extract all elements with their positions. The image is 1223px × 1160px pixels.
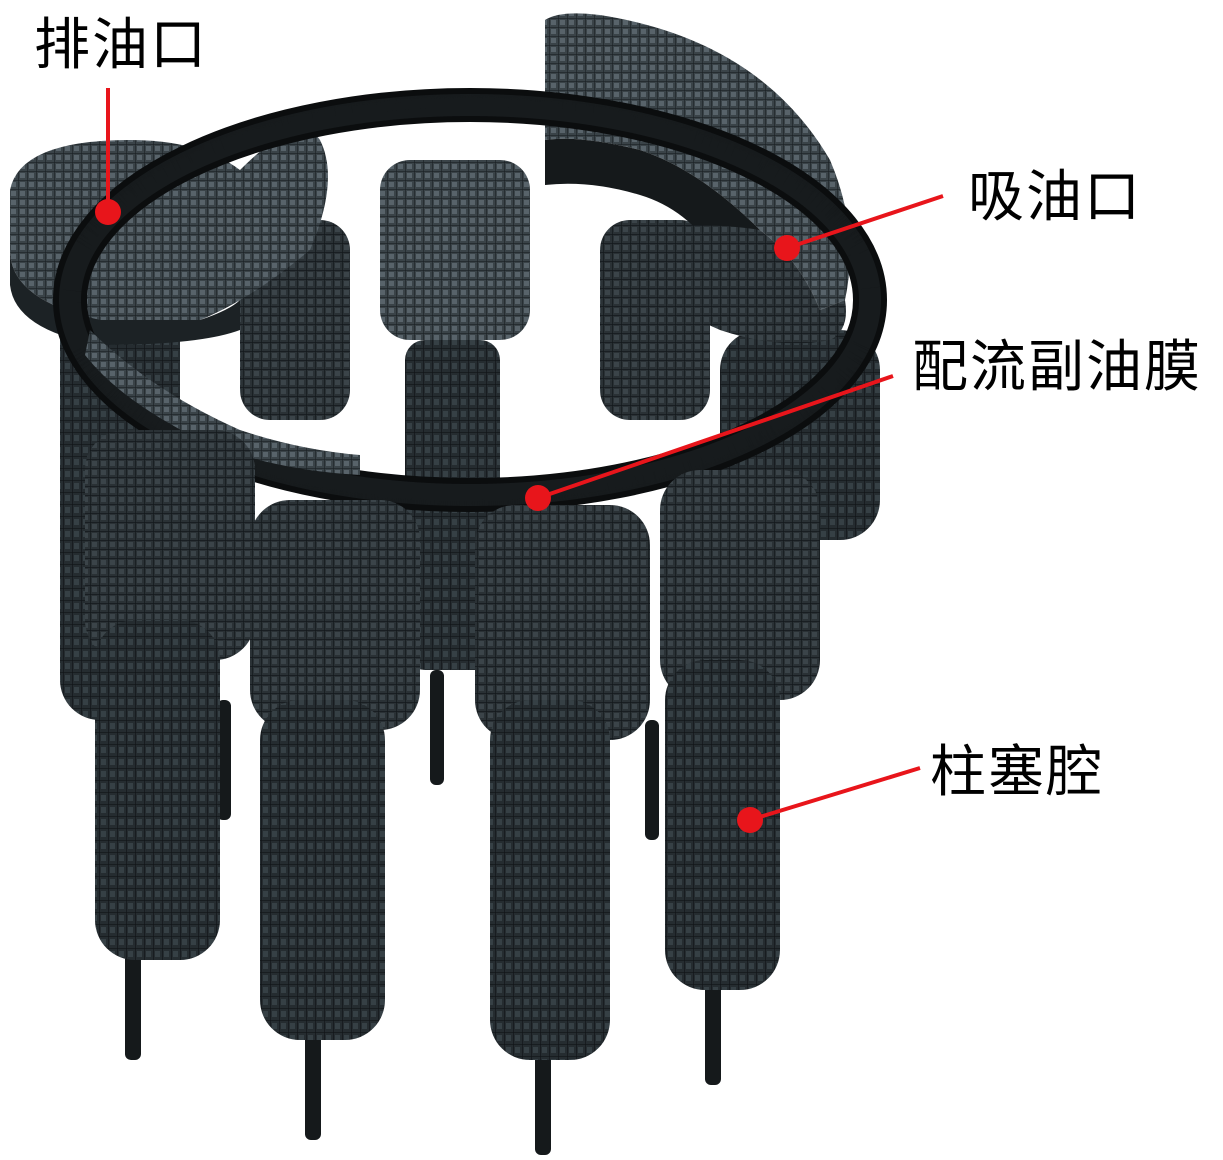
discharge-port-label: 排油口 (34, 13, 208, 78)
callouts (95, 88, 944, 833)
oil-film-ring (53, 88, 887, 512)
valve-plate-film-label: 配流副油膜 (912, 335, 1202, 400)
callout-line-piston (749, 766, 921, 822)
piston-rods (125, 670, 721, 1155)
piston-chamber-label: 柱塞腔 (930, 740, 1104, 805)
callout-dot-discharge (95, 199, 121, 225)
callout-line-suction (786, 194, 944, 250)
callout-dot-film (525, 485, 551, 511)
callout-dot-suction (774, 235, 800, 261)
callout-line-film (537, 374, 894, 500)
callout-dot-piston (737, 807, 763, 833)
front-cylinders (85, 430, 820, 1060)
suction-port-label: 吸油口 (968, 165, 1142, 230)
